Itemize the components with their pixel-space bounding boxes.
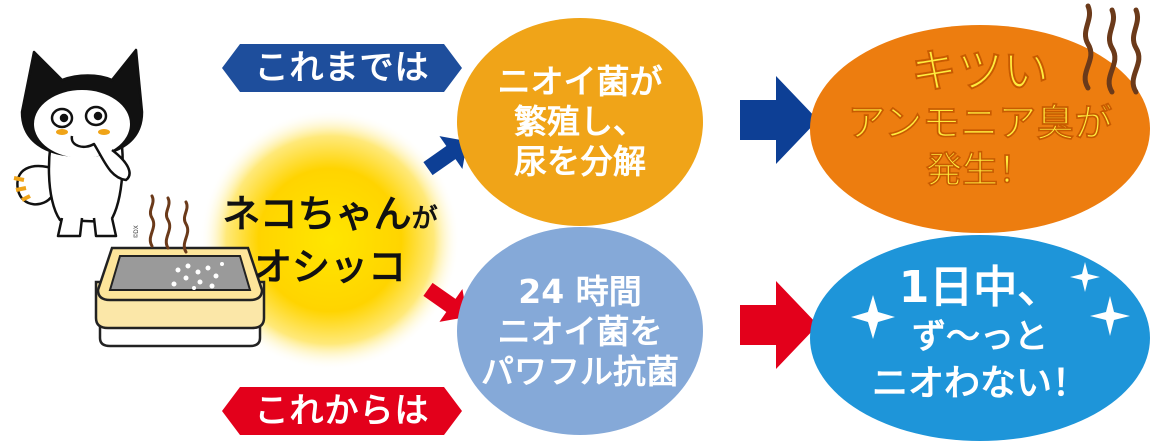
center-line1-small: が bbox=[411, 204, 438, 234]
after-result-text: 1日中、 ず〜っと ニオわない！ bbox=[830, 262, 1130, 408]
arrow-right-icon bbox=[740, 281, 818, 369]
before-cause-text: ニオイ菌が 繁殖し、 尿を分解 bbox=[480, 62, 680, 182]
before-cause-line: 繁殖し、 bbox=[514, 102, 646, 141]
before-tag-label: これまでは bbox=[254, 48, 430, 88]
before-result-line: アンモニア臭が bbox=[847, 101, 1113, 146]
center-line2: オシッコ bbox=[253, 245, 406, 289]
before-cause-bubble bbox=[457, 18, 703, 226]
before-result-line: 発生！ bbox=[925, 150, 1035, 192]
after-cause-text: 24 時間 ニオイ菌を パワフル抗菌 bbox=[480, 272, 680, 392]
sparkle-icon bbox=[1090, 296, 1130, 336]
after-result-bubble bbox=[810, 235, 1150, 441]
before-cause-line: ニオイ菌が bbox=[497, 62, 663, 101]
litter-box-icon bbox=[94, 246, 266, 348]
cat-illustration bbox=[13, 48, 144, 238]
odor-wavy-lines-icon bbox=[148, 194, 190, 254]
after-cause-bubble bbox=[457, 227, 703, 435]
arrow-down-icon bbox=[423, 282, 468, 322]
sparkle-icon bbox=[1070, 262, 1100, 292]
odor-wavy-lines-icon bbox=[1082, 3, 1142, 95]
after-result-line: ず〜っと bbox=[912, 317, 1048, 357]
center-line1-main: ネコちゃん bbox=[222, 192, 412, 236]
after-cause-line: パワフル抗菌 bbox=[481, 352, 679, 391]
arrow-up-icon bbox=[423, 136, 468, 176]
sparkle-icon bbox=[851, 295, 895, 339]
before-result-text: キツい アンモニア臭が 発生！ bbox=[830, 44, 1130, 194]
before-result-bubble bbox=[810, 25, 1150, 233]
center-text: ネコちゃんが オシッコ bbox=[220, 190, 440, 291]
arrow-right-icon bbox=[740, 76, 818, 164]
after-cause-line: 24 時間 bbox=[518, 272, 642, 311]
copyright-mark: ©DX bbox=[133, 225, 140, 238]
after-cause-line: ニオイ菌を bbox=[497, 312, 663, 351]
after-result-line: ニオわない！ bbox=[871, 363, 1088, 404]
before-tag-shape bbox=[222, 44, 462, 92]
after-result-line: 1日中、 bbox=[898, 262, 1062, 313]
after-tag-shape bbox=[222, 387, 462, 435]
before-result-line: キツい bbox=[911, 44, 1050, 99]
before-cause-line: 尿を分解 bbox=[514, 142, 646, 181]
after-tag-label: これからは bbox=[254, 391, 430, 431]
